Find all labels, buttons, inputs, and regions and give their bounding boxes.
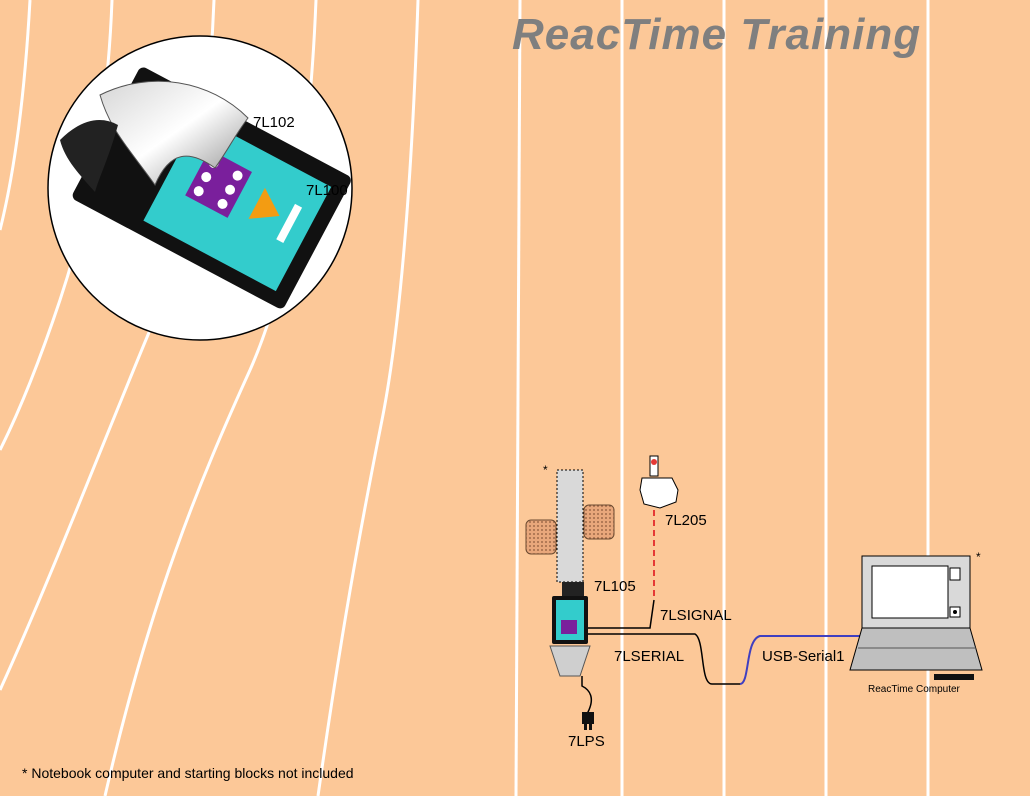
usb-cable <box>739 635 862 685</box>
foot-pedal-left <box>525 519 557 555</box>
hand-icon <box>639 477 679 509</box>
label-reactime-computer: ReacTime Computer <box>868 684 960 695</box>
block-sensor <box>562 582 584 596</box>
lane-line <box>316 0 420 797</box>
label-usb-serial1: USB-Serial1 <box>762 648 845 665</box>
asterisk-computer: * <box>976 550 981 564</box>
display-slot <box>276 203 303 243</box>
start-unit-screen <box>143 116 332 292</box>
magnified-detail <box>47 35 353 341</box>
label-7lps: 7LPS <box>568 733 605 750</box>
label-7lserial: 7LSERIAL <box>614 648 685 665</box>
reaction-hand-switch <box>639 455 679 509</box>
starting-block-rail <box>556 469 584 583</box>
laptop-keyboard <box>849 627 983 671</box>
signal-cable-link <box>588 599 655 629</box>
small-dice <box>561 620 577 634</box>
diagram-title: ReacTime Training <box>512 10 922 59</box>
laptop-computer <box>849 555 983 680</box>
label-7l102: 7L102 <box>253 114 295 131</box>
label-7l205: 7L205 <box>665 512 707 529</box>
laptop-display <box>871 565 949 619</box>
switch-stem <box>649 455 659 477</box>
foot-pedal-right <box>583 504 615 540</box>
dice-panel <box>185 149 252 218</box>
power-plug-icon <box>582 712 594 730</box>
horn-speaker <box>99 80 249 187</box>
arrow-indicator <box>248 187 280 219</box>
lane-line <box>514 0 522 797</box>
power-cable <box>581 676 593 720</box>
label-7lsignal: 7LSIGNAL <box>660 607 732 624</box>
asterisk-starting-blocks: * <box>543 463 548 477</box>
serial-cable <box>588 633 740 685</box>
footnote: * Notebook computer and starting blocks … <box>22 765 354 781</box>
small-horn <box>549 645 591 677</box>
label-7l100: 7L100 <box>306 182 348 199</box>
lane-line <box>0 0 32 231</box>
starting-block-assembly <box>525 469 615 677</box>
label-7l105: 7L105 <box>594 578 636 595</box>
horn-mount <box>60 120 118 192</box>
